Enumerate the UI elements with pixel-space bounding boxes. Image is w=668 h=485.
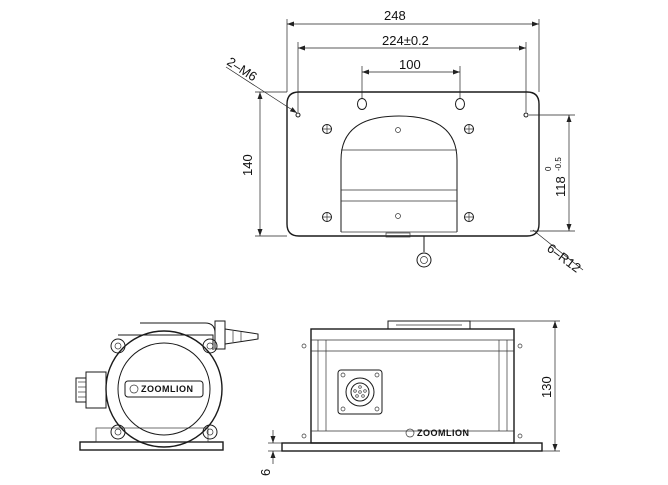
side-brand-logo-icon bbox=[405, 428, 415, 438]
top-view: 248 224±0.2 100 140 118 0 bbox=[224, 8, 583, 275]
r12-label: 6–R12 bbox=[544, 240, 584, 275]
front-view-brand-plate bbox=[124, 380, 204, 398]
dim-6-label: 6 bbox=[258, 469, 273, 476]
dim-top-hole-spacing: 100 bbox=[361, 57, 461, 98]
top-hole-right bbox=[455, 98, 465, 110]
top-hole-left bbox=[357, 98, 367, 110]
side-view-body bbox=[310, 328, 515, 444]
dim-overall-width: 248 bbox=[286, 8, 540, 92]
side-view: ZOOMLION 130 6 bbox=[258, 320, 560, 476]
side-brand-label: ZOOMLION bbox=[417, 428, 470, 438]
side-view-base bbox=[281, 442, 543, 452]
front-view-lugs bbox=[110, 338, 218, 440]
dome-screw-bottom bbox=[395, 213, 401, 219]
m6-hole-left bbox=[295, 112, 301, 118]
dim-118-tol-lower: -0.5 bbox=[554, 157, 563, 171]
dim-224-label: 224±0.2 bbox=[382, 33, 429, 48]
leader-r12: 6–R12 bbox=[532, 229, 584, 275]
dim-plate-height: 140 bbox=[240, 91, 287, 237]
top-view-cable-ring bbox=[385, 232, 432, 268]
side-view-connector bbox=[337, 369, 383, 415]
dim-248-label: 248 bbox=[384, 8, 406, 23]
dim-hole-spacing: 224±0.2 bbox=[297, 33, 527, 112]
top-view-base-plate bbox=[286, 91, 540, 237]
front-view: ZOOMLION bbox=[75, 320, 259, 451]
top-view-dome-housing bbox=[340, 115, 458, 232]
dim-base-thickness: 6 bbox=[258, 430, 282, 476]
dim-130-label: 130 bbox=[539, 376, 554, 398]
front-view-cable-exit bbox=[214, 320, 259, 350]
m6-hole-right bbox=[523, 112, 529, 118]
dome-screw-top bbox=[395, 127, 401, 133]
dim-body-height: 130 bbox=[470, 320, 560, 452]
dim-118-tol-upper: 0 bbox=[544, 166, 553, 171]
m6-label: 2–M6 bbox=[224, 54, 259, 84]
front-view-connector bbox=[75, 371, 107, 409]
leader-m6: 2–M6 bbox=[224, 54, 298, 114]
front-brand-label: ZOOMLION bbox=[141, 384, 194, 394]
dim-140-label: 140 bbox=[240, 154, 255, 176]
dim-slot-height: 118 0 -0.5 bbox=[529, 114, 575, 232]
dim-100-label: 100 bbox=[399, 57, 421, 72]
top-view-screws bbox=[322, 124, 474, 222]
dim-118-label: 118 bbox=[553, 176, 568, 197]
front-brand-logo-icon bbox=[129, 384, 139, 394]
